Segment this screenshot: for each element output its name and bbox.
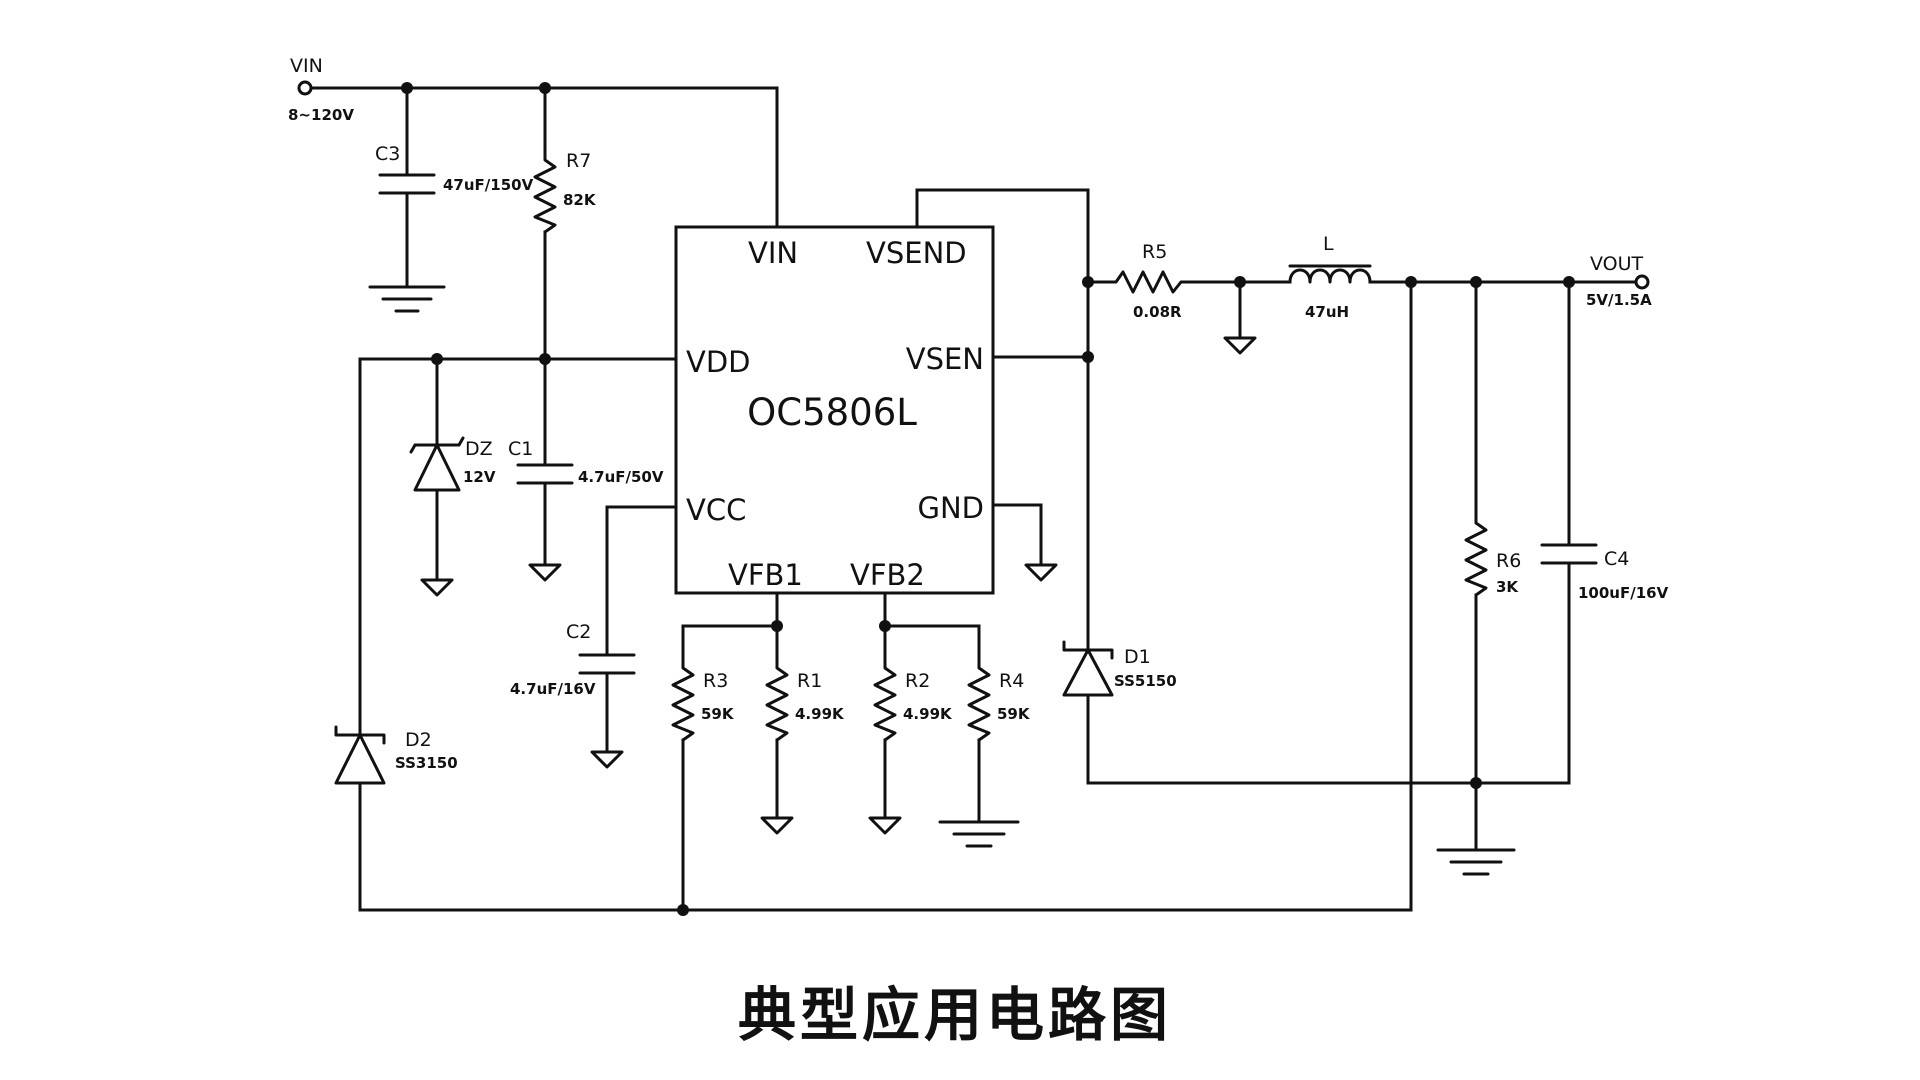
r6-ref: R6 bbox=[1496, 550, 1521, 572]
ground-arrow-icon bbox=[420, 578, 454, 597]
r2-ref: R2 bbox=[905, 670, 930, 692]
d2-ref: D2 bbox=[405, 729, 432, 751]
junction-dot bbox=[1563, 276, 1575, 288]
resistor-r6: R6 3K bbox=[1464, 513, 1521, 597]
ground-arrow-icon bbox=[760, 816, 794, 835]
r4-ref: R4 bbox=[999, 670, 1024, 692]
junction-dot bbox=[879, 620, 891, 632]
zener-diode-dz: DZ 12V bbox=[409, 436, 496, 492]
junction-dot bbox=[677, 904, 689, 916]
ground-icon bbox=[1436, 848, 1516, 876]
c1-ref: C1 bbox=[508, 438, 533, 460]
vout-terminal-label: VOUT bbox=[1590, 253, 1644, 275]
pin-gnd-label: GND bbox=[918, 491, 985, 525]
d1-value: SS5150 bbox=[1114, 672, 1177, 690]
pin-vsen-label: VSEN bbox=[906, 342, 984, 376]
resistor-r1: R1 4.99K bbox=[765, 658, 845, 742]
pin-vsend-label: VSEND bbox=[866, 236, 967, 270]
wires bbox=[310, 86, 1637, 912]
junction-dot bbox=[431, 353, 443, 365]
c3-value: 47uF/150V bbox=[443, 176, 534, 194]
ic-name: OC5806L bbox=[747, 391, 917, 434]
vin-terminal-label: VIN bbox=[290, 55, 323, 77]
ground-arrow-icon bbox=[590, 750, 624, 769]
ground-arrow-icon bbox=[868, 816, 902, 835]
vout-terminal: VOUT 5V/1.5A bbox=[1586, 253, 1652, 309]
resistor-r7: R7 82K bbox=[533, 150, 597, 234]
r5-ref: R5 bbox=[1142, 241, 1167, 263]
pin-vfb2-label: VFB2 bbox=[850, 558, 925, 592]
c2-ref: C2 bbox=[566, 621, 591, 643]
l-value: 47uH bbox=[1305, 303, 1349, 321]
r3-value: 59K bbox=[701, 705, 735, 723]
d2-value: SS3150 bbox=[395, 754, 458, 772]
resistor-r4: R4 59K bbox=[967, 658, 1031, 742]
capacitor-c1: C1 4.7uF/50V bbox=[508, 438, 664, 486]
junction-dot bbox=[1470, 777, 1482, 789]
c3-ref: C3 bbox=[375, 143, 400, 165]
c2-value: 4.7uF/16V bbox=[510, 680, 596, 698]
r6-value: 3K bbox=[1496, 578, 1519, 596]
inductor-l: L 47uH bbox=[1288, 233, 1372, 321]
capacitor-c4: C4 100uF/16V bbox=[1540, 543, 1669, 602]
pin-vdd-label: VDD bbox=[686, 345, 751, 379]
pin-vfb1-label: VFB1 bbox=[728, 558, 803, 592]
junction-dot bbox=[1234, 276, 1246, 288]
dz-value: 12V bbox=[463, 468, 496, 486]
vin-terminal: VIN 8~120V bbox=[288, 55, 354, 124]
capacitor-c2: C2 4.7uF/16V bbox=[510, 621, 636, 698]
diagram-caption: 典型应用电路图 bbox=[738, 981, 1172, 1049]
r7-ref: R7 bbox=[566, 150, 591, 172]
r1-value: 4.99K bbox=[795, 705, 845, 723]
junction-dot bbox=[539, 353, 551, 365]
r4-value: 59K bbox=[997, 705, 1031, 723]
r5-value: 0.08R bbox=[1133, 303, 1182, 321]
junction-dot bbox=[1470, 276, 1482, 288]
c4-value: 100uF/16V bbox=[1578, 584, 1669, 602]
dz-ref: DZ bbox=[465, 438, 493, 460]
resistor-r3: R3 59K bbox=[671, 658, 735, 742]
ground-icon bbox=[938, 820, 1020, 848]
resistor-r2: R2 4.99K bbox=[873, 658, 953, 742]
c4-ref: C4 bbox=[1604, 548, 1629, 570]
ground-arrow-icon bbox=[1024, 563, 1058, 582]
r3-ref: R3 bbox=[703, 670, 728, 692]
ground-icon bbox=[368, 285, 446, 313]
junction-dot bbox=[1082, 351, 1094, 363]
pin-vcc-label: VCC bbox=[686, 493, 746, 527]
c1-value: 4.7uF/50V bbox=[578, 468, 664, 486]
capacitor-c3: C3 47uF/150V bbox=[375, 143, 534, 195]
l-ref: L bbox=[1323, 233, 1334, 255]
r1-ref: R1 bbox=[797, 670, 822, 692]
r7-value: 82K bbox=[563, 191, 597, 209]
schottky-diode-d2: D2 SS3150 bbox=[334, 725, 458, 785]
pin-vin-label: VIN bbox=[748, 236, 798, 270]
vout-terminal-spec: 5V/1.5A bbox=[1586, 291, 1652, 309]
ic-oc5806l: OC5806L VIN VSEND VDD VSEN VCC GND VFB1 … bbox=[674, 225, 995, 595]
schottky-diode-d1: D1 SS5150 bbox=[1062, 640, 1177, 697]
junction-dot bbox=[1082, 276, 1094, 288]
junctions bbox=[401, 82, 1575, 916]
ground-arrow-icon bbox=[1223, 336, 1257, 355]
junction-dot bbox=[539, 82, 551, 94]
r2-value: 4.99K bbox=[903, 705, 953, 723]
d1-ref: D1 bbox=[1124, 646, 1151, 668]
vin-terminal-spec: 8~120V bbox=[288, 106, 354, 124]
resistor-r5: R5 0.08R bbox=[1106, 241, 1197, 321]
junction-dot bbox=[771, 620, 783, 632]
junction-dot bbox=[1405, 276, 1417, 288]
ground-arrow-icon bbox=[528, 563, 562, 582]
junction-dot bbox=[401, 82, 413, 94]
